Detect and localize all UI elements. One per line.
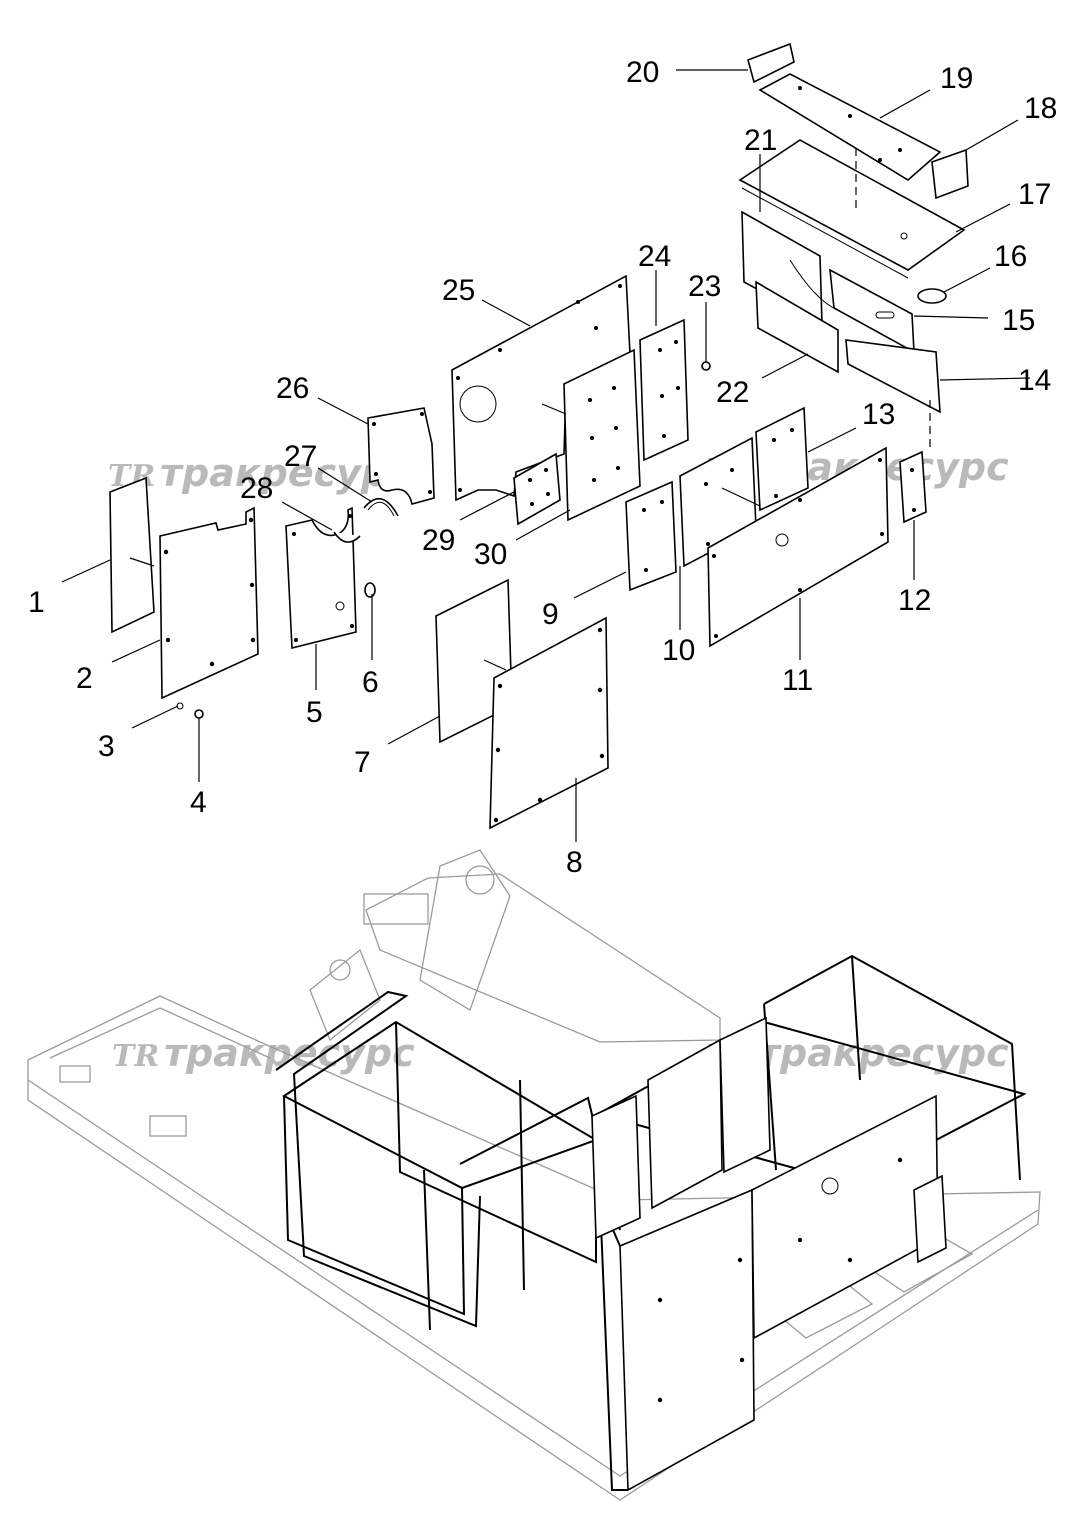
callout-2: 2 (76, 662, 93, 695)
callout-14: 14 (1018, 364, 1051, 397)
callout-27: 27 (284, 440, 317, 473)
callout-25: 25 (442, 274, 475, 307)
callout-3: 3 (98, 730, 115, 763)
part-13-pad (755, 406, 809, 512)
callout-18: 18 (1024, 92, 1057, 125)
callout-6: 6 (362, 666, 379, 699)
callout-28: 28 (240, 472, 273, 505)
leader-lines (61, 69, 1031, 842)
part-18-bracket (931, 148, 969, 200)
part-19-top-plate (758, 73, 942, 181)
watermark-bottom-left: TR тракресурс (112, 1031, 415, 1075)
callout-9: 9 (542, 598, 559, 631)
callout-23: 23 (688, 270, 721, 303)
part-9-pad (625, 480, 677, 592)
part-12-plate (899, 450, 927, 524)
callout-12: 12 (898, 584, 931, 617)
callout-7: 7 (354, 746, 371, 779)
callout-16: 16 (994, 240, 1027, 273)
callout-24: 24 (638, 240, 671, 273)
part-5-small-panel (285, 506, 357, 650)
callout-26: 26 (276, 372, 309, 405)
callout-30: 30 (474, 538, 507, 571)
callout-8: 8 (566, 846, 583, 879)
callout-19: 19 (940, 62, 973, 95)
callout-22: 22 (716, 376, 749, 409)
part-2-side-panel (159, 506, 259, 700)
callout-13: 13 (862, 398, 895, 431)
part-1-insulation-pad (109, 476, 155, 634)
callout-17: 17 (1018, 178, 1051, 211)
callout-21: 21 (744, 124, 777, 157)
callout-29: 29 (422, 524, 455, 557)
part-29-spacer-block (513, 452, 561, 526)
part-14-plate (845, 339, 941, 414)
callout-4: 4 (190, 786, 207, 819)
part-4-bolt (194, 709, 204, 719)
part-23-bolt (701, 361, 711, 371)
watermark-logo: TR (112, 1039, 159, 1074)
part-27-seal-arc (363, 498, 399, 517)
part-28-seal-ring (333, 531, 361, 543)
part-6-grommet (364, 582, 376, 598)
callout-20: 20 (626, 56, 659, 89)
part-25-large-panel (451, 274, 631, 502)
callout-labels: 1 2 3 4 5 6 7 8 9 10 11 12 13 14 15 16 1… (28, 56, 1057, 879)
part-24-pad (639, 318, 689, 462)
part-15-plate (829, 268, 915, 354)
callout-1: 1 (28, 586, 45, 619)
part-11-large-panel (707, 446, 889, 648)
callout-10: 10 (662, 634, 695, 667)
part-20-bracket (747, 42, 795, 84)
part-26-panel (367, 407, 435, 505)
part-16-handle (917, 288, 947, 304)
watermark-text: тракресурс (164, 1031, 415, 1075)
callout-11: 11 (782, 664, 813, 697)
callout-5: 5 (306, 696, 323, 729)
watermark-text: тракресурс (758, 1031, 1009, 1075)
part-17-channel (738, 139, 966, 279)
callout-15: 15 (1002, 304, 1035, 337)
chassis-frame-assembly (27, 849, 1041, 1501)
part-8-cover-panel (489, 616, 609, 830)
part-30-thick-pad (563, 348, 641, 522)
